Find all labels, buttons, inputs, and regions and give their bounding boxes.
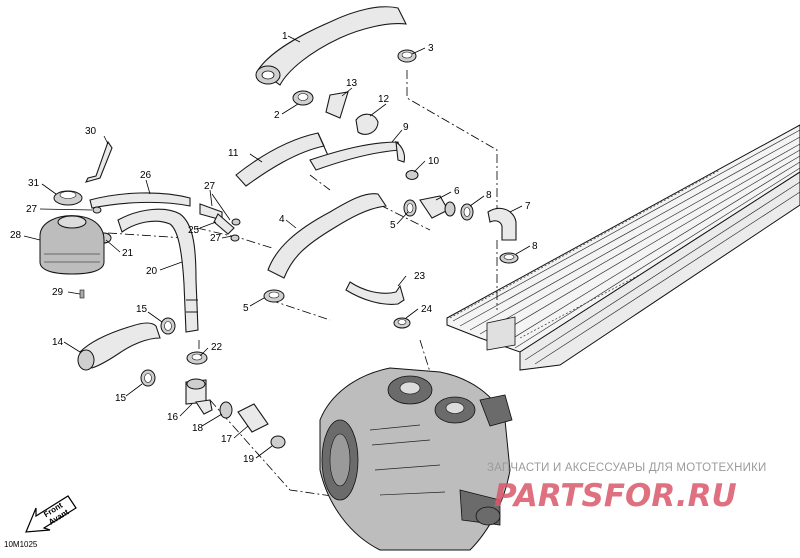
callout-13: 13 bbox=[346, 78, 358, 89]
callout-18: 18 bbox=[192, 423, 204, 434]
clamps-27 bbox=[92, 206, 241, 242]
callout-15b: 15 bbox=[115, 393, 127, 404]
bracket-30 bbox=[84, 140, 113, 183]
screw-29 bbox=[79, 289, 85, 299]
callout-27a: 27 bbox=[204, 181, 216, 192]
callout-22: 22 bbox=[211, 342, 223, 353]
clamp-8b bbox=[499, 252, 519, 264]
callout-29: 29 bbox=[52, 287, 64, 298]
callout-24: 24 bbox=[421, 304, 433, 315]
hose-23 bbox=[345, 281, 405, 305]
callout-15a: 15 bbox=[136, 304, 148, 315]
tee-16 bbox=[185, 378, 213, 415]
callout-5b: 5 bbox=[243, 303, 249, 314]
callout-14: 14 bbox=[52, 337, 64, 348]
callout-25: 25 bbox=[188, 225, 200, 236]
hose-4 bbox=[267, 193, 387, 279]
watermark-caption: ЗАПЧАСТИ И АКСЕССУАРЫ ДЛЯ МОТОТЕХНИКИ bbox=[487, 462, 767, 474]
arrow-icon bbox=[25, 495, 77, 533]
callout-31: 31 bbox=[28, 178, 40, 189]
clamp-22 bbox=[186, 351, 208, 365]
coolant-reservoir bbox=[39, 215, 105, 275]
clamp-8a bbox=[460, 203, 474, 221]
callout-9: 9 bbox=[403, 122, 409, 133]
clamp-5a bbox=[403, 199, 417, 217]
hose-9 bbox=[309, 140, 406, 171]
callout-19: 19 bbox=[243, 454, 255, 465]
clamp-15b bbox=[140, 369, 156, 387]
fitting-10 bbox=[405, 170, 419, 180]
hose-26 bbox=[89, 192, 191, 209]
callout-4: 4 bbox=[279, 214, 285, 225]
connection-lines bbox=[107, 70, 498, 501]
engine bbox=[319, 367, 513, 551]
hose-20 bbox=[117, 208, 199, 333]
callout-3: 3 bbox=[428, 43, 434, 54]
callout-8a: 8 bbox=[486, 190, 492, 201]
callout-16: 16 bbox=[167, 412, 179, 423]
callout-11: 11 bbox=[228, 148, 239, 159]
callout-10: 10 bbox=[428, 156, 440, 167]
callout-2: 2 bbox=[274, 110, 280, 121]
leader-lines bbox=[23, 35, 531, 459]
tee-25 bbox=[199, 203, 235, 235]
front-direction-arrow: Front Avant bbox=[25, 495, 77, 533]
elbow-7 bbox=[487, 207, 517, 241]
clamp-18 bbox=[219, 401, 233, 419]
callout-28: 28 bbox=[10, 230, 22, 241]
fitting-6 bbox=[419, 195, 456, 219]
callout-8b: 8 bbox=[532, 241, 538, 252]
watermark-logo-text: PARTSFOR.RU bbox=[494, 478, 737, 514]
callout-12: 12 bbox=[378, 94, 390, 105]
callout-30: 30 bbox=[85, 126, 97, 137]
callout-5a: 5 bbox=[390, 220, 396, 231]
callout-26: 26 bbox=[140, 170, 152, 181]
callout-21: 21 bbox=[122, 248, 134, 259]
cooler-assembly bbox=[446, 124, 800, 371]
cap-31 bbox=[53, 190, 83, 206]
callout-7: 7 bbox=[525, 201, 531, 212]
watermark-logo: PARTSFOR.RU bbox=[494, 478, 737, 514]
callout-20: 20 bbox=[146, 266, 158, 277]
clamp-19 bbox=[270, 435, 286, 449]
diagram-code: 10M1025 bbox=[4, 540, 38, 549]
callout-1: 1 bbox=[282, 31, 288, 42]
callout-6: 6 bbox=[454, 186, 460, 197]
clamp-24 bbox=[393, 317, 411, 329]
clamp-5b bbox=[263, 289, 285, 303]
callout-17: 17 bbox=[221, 434, 233, 445]
bracket-13 bbox=[325, 91, 349, 119]
callout-27b: 27 bbox=[210, 233, 222, 244]
callout-23: 23 bbox=[414, 271, 426, 282]
clip-12 bbox=[355, 113, 379, 135]
clamp-3 bbox=[397, 49, 417, 63]
hose-17 bbox=[237, 403, 269, 433]
clamp-15a bbox=[160, 317, 176, 335]
callouts: 1 2 3 4 5 5 6 7 8 8 9 10 11 12 13 14 15 … bbox=[10, 31, 538, 465]
hose-14 bbox=[77, 322, 161, 371]
callout-27c: 27 bbox=[26, 204, 38, 215]
hose-1 bbox=[255, 6, 407, 86]
clamp-2 bbox=[292, 90, 314, 106]
